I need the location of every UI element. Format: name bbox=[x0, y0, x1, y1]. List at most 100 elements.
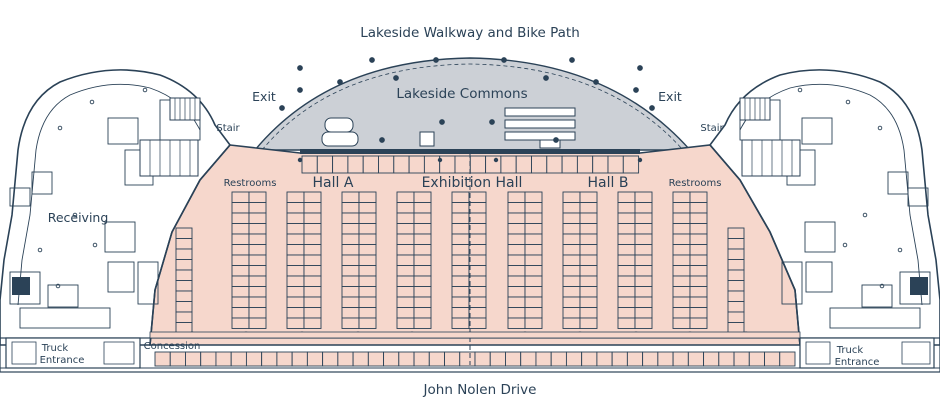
booth-double-column[interactable] bbox=[413, 223, 432, 235]
booth-double-column[interactable] bbox=[248, 275, 267, 287]
booth-double-column[interactable] bbox=[672, 296, 691, 308]
booth-double-column[interactable] bbox=[634, 233, 653, 245]
booth-double-column[interactable] bbox=[286, 233, 305, 245]
booth-double-column[interactable] bbox=[341, 233, 360, 245]
booth-double-column[interactable] bbox=[689, 307, 708, 319]
booth-double-column[interactable] bbox=[689, 254, 708, 266]
booth-double-column[interactable] bbox=[562, 307, 581, 319]
booth-double-column[interactable] bbox=[617, 317, 636, 329]
booth-double-column[interactable] bbox=[231, 202, 250, 214]
booth-top-row[interactable] bbox=[546, 155, 563, 174]
booth-double-column[interactable] bbox=[358, 254, 377, 266]
booth-bottom-row[interactable] bbox=[215, 351, 232, 367]
booth-double-column[interactable] bbox=[562, 286, 581, 298]
booth-double-column[interactable] bbox=[248, 265, 267, 277]
booth-end-column[interactable] bbox=[727, 248, 745, 260]
booth-double-column[interactable] bbox=[689, 275, 708, 287]
booth-double-column[interactable] bbox=[507, 223, 526, 235]
booth-double-column[interactable] bbox=[303, 191, 322, 203]
booth-top-row[interactable] bbox=[469, 155, 487, 174]
booth-bottom-row[interactable] bbox=[322, 351, 339, 367]
booth-double-column[interactable] bbox=[286, 191, 305, 203]
booth-double-column[interactable] bbox=[507, 317, 526, 329]
booth-double-column[interactable] bbox=[507, 307, 526, 319]
booth-double-column[interactable] bbox=[231, 275, 250, 287]
booth-double-column[interactable] bbox=[341, 244, 360, 256]
booth-top-row[interactable] bbox=[622, 155, 640, 174]
booth-bottom-row[interactable] bbox=[626, 351, 644, 367]
booth-bottom-row[interactable] bbox=[520, 351, 537, 367]
booth-bottom-row[interactable] bbox=[703, 351, 720, 367]
booth-double-column[interactable] bbox=[617, 286, 636, 298]
booth-double-column[interactable] bbox=[507, 286, 526, 298]
booth-double-column[interactable] bbox=[579, 286, 598, 298]
booth-double-column[interactable] bbox=[231, 317, 250, 329]
booth-top-row[interactable] bbox=[485, 155, 502, 174]
booth-double-column[interactable] bbox=[562, 317, 581, 329]
booth-double-column[interactable] bbox=[341, 223, 360, 235]
booth-double-column[interactable] bbox=[396, 286, 415, 298]
booth-double-column[interactable] bbox=[468, 202, 487, 214]
booth-top-row[interactable] bbox=[500, 155, 517, 174]
booth-double-column[interactable] bbox=[341, 202, 360, 214]
booth-bottom-row[interactable] bbox=[733, 351, 750, 367]
booth-double-column[interactable] bbox=[451, 286, 470, 298]
booth-double-column[interactable] bbox=[672, 286, 691, 298]
booth-double-column[interactable] bbox=[413, 275, 432, 287]
booth-double-column[interactable] bbox=[689, 286, 708, 298]
booth-double-column[interactable] bbox=[413, 317, 432, 329]
booth-double-column[interactable] bbox=[248, 286, 267, 298]
booth-double-column[interactable] bbox=[413, 286, 432, 298]
booth-bottom-row[interactable] bbox=[154, 351, 171, 367]
booth-double-column[interactable] bbox=[507, 191, 526, 203]
booth-double-column[interactable] bbox=[358, 244, 377, 256]
booth-double-column[interactable] bbox=[451, 223, 470, 235]
booth-double-column[interactable] bbox=[468, 275, 487, 287]
booth-bottom-row[interactable] bbox=[611, 351, 628, 367]
booth-double-column[interactable] bbox=[341, 265, 360, 277]
booth-double-column[interactable] bbox=[579, 307, 598, 319]
booth-double-column[interactable] bbox=[634, 223, 653, 235]
booth-end-column[interactable] bbox=[175, 301, 193, 313]
booth-double-column[interactable] bbox=[248, 307, 267, 319]
booth-double-column[interactable] bbox=[303, 265, 322, 277]
booth-double-column[interactable] bbox=[617, 223, 636, 235]
booth-double-column[interactable] bbox=[231, 212, 250, 224]
booth-double-column[interactable] bbox=[507, 212, 526, 224]
booth-double-column[interactable] bbox=[562, 212, 581, 224]
booth-double-column[interactable] bbox=[468, 265, 487, 277]
booth-double-column[interactable] bbox=[579, 202, 598, 214]
booth-double-column[interactable] bbox=[413, 265, 432, 277]
booth-double-column[interactable] bbox=[617, 307, 636, 319]
booth-double-column[interactable] bbox=[634, 286, 653, 298]
booth-bottom-row[interactable] bbox=[200, 351, 217, 367]
booth-end-column[interactable] bbox=[175, 227, 193, 239]
booth-double-column[interactable] bbox=[468, 317, 487, 329]
booth-double-column[interactable] bbox=[579, 275, 598, 287]
booth-double-column[interactable] bbox=[579, 233, 598, 245]
booth-bottom-row[interactable] bbox=[444, 351, 461, 367]
booth-double-column[interactable] bbox=[617, 296, 636, 308]
booth-double-column[interactable] bbox=[231, 233, 250, 245]
booth-top-row[interactable] bbox=[531, 155, 548, 174]
booth-bottom-row[interactable] bbox=[398, 351, 415, 367]
booth-double-column[interactable] bbox=[617, 275, 636, 287]
booth-double-column[interactable] bbox=[396, 296, 415, 308]
booth-end-column[interactable] bbox=[727, 301, 745, 313]
booth-double-column[interactable] bbox=[579, 191, 598, 203]
booth-double-column[interactable] bbox=[303, 212, 322, 224]
booth-bottom-row[interactable] bbox=[565, 351, 583, 367]
booth-double-column[interactable] bbox=[468, 296, 487, 308]
booth-end-column[interactable] bbox=[727, 280, 745, 292]
booth-double-column[interactable] bbox=[396, 191, 415, 203]
booth-bottom-row[interactable] bbox=[306, 351, 324, 367]
booth-double-column[interactable] bbox=[524, 233, 543, 245]
booth-double-column[interactable] bbox=[358, 286, 377, 298]
booth-double-column[interactable] bbox=[341, 317, 360, 329]
booth-double-column[interactable] bbox=[396, 307, 415, 319]
booth-bottom-row[interactable] bbox=[383, 351, 400, 367]
booth-double-column[interactable] bbox=[672, 317, 691, 329]
booth-bottom-row[interactable] bbox=[352, 351, 369, 367]
booth-bottom-row[interactable] bbox=[428, 351, 445, 367]
booth-double-column[interactable] bbox=[451, 233, 470, 245]
